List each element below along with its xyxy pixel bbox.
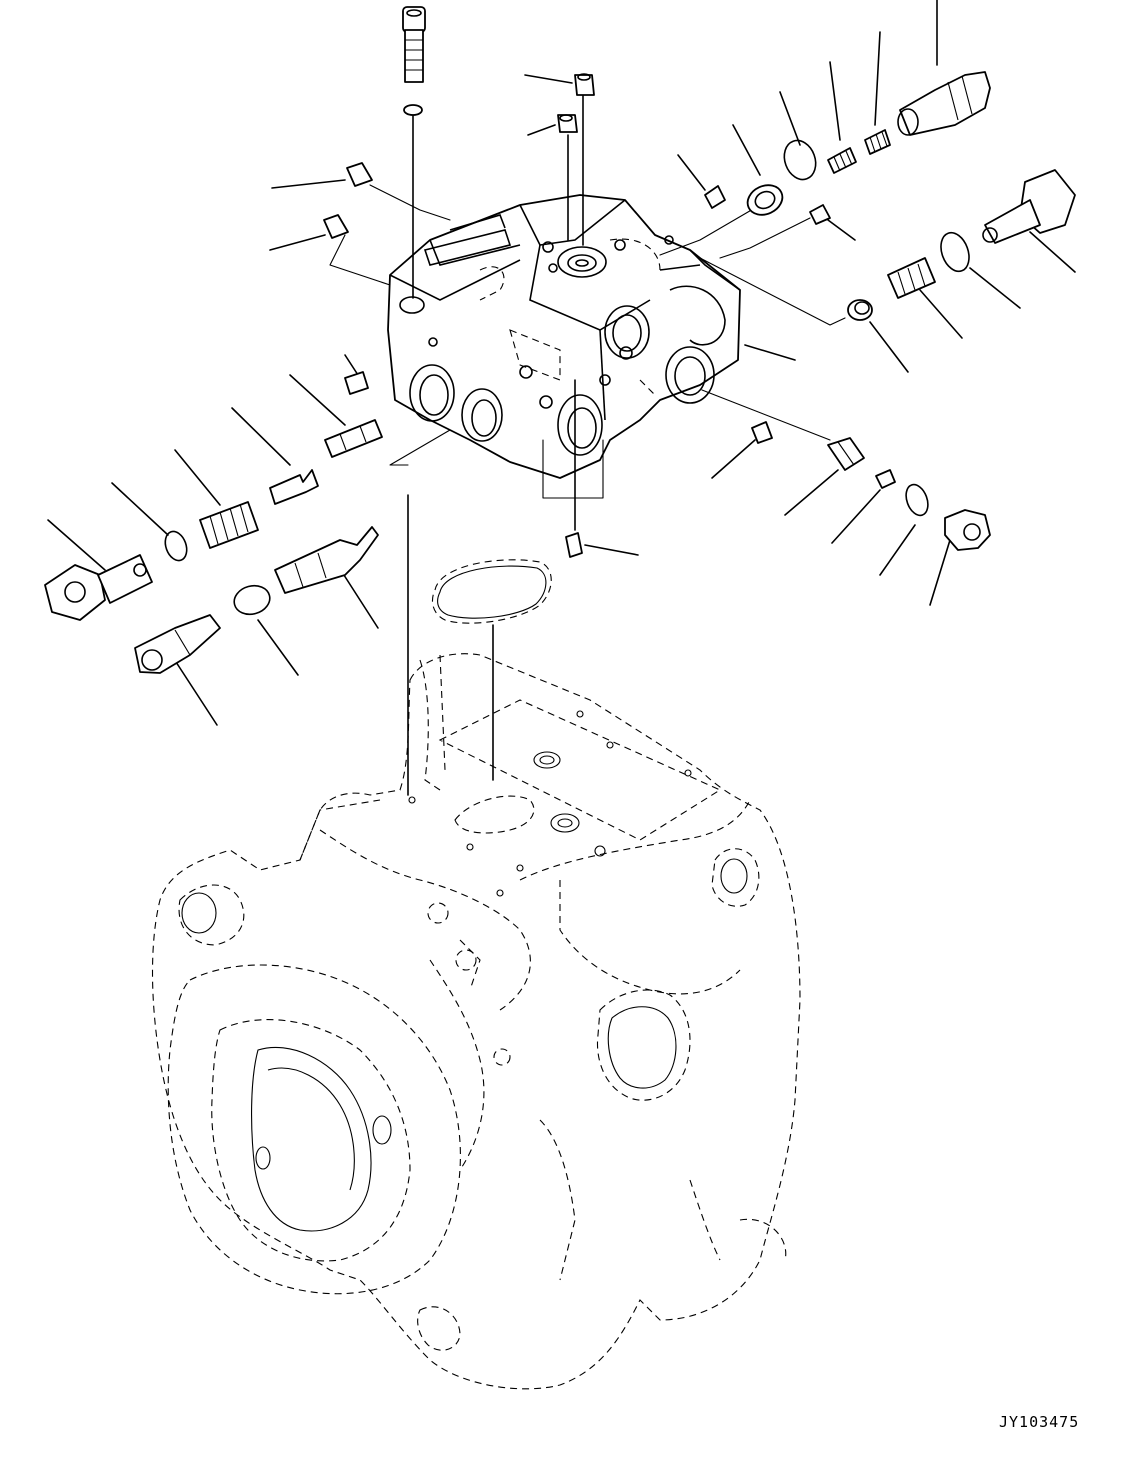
washer bbox=[403, 104, 423, 116]
control-valve-block bbox=[387, 194, 741, 479]
plug-mid-left bbox=[344, 371, 369, 395]
plug-hex-right bbox=[982, 169, 1076, 244]
plug-top-2 bbox=[557, 114, 578, 133]
plug-right-2 bbox=[809, 204, 831, 225]
plug-right-3 bbox=[751, 421, 773, 444]
spring-left bbox=[199, 501, 259, 549]
reference-code: JY103475 bbox=[999, 1413, 1079, 1431]
exploded-parts bbox=[44, 6, 1076, 674]
o-ring-right-bottom bbox=[905, 483, 929, 517]
spring-small-right bbox=[875, 469, 896, 489]
leader-lines bbox=[47, 0, 1076, 796]
plug-left-1 bbox=[346, 162, 373, 187]
plug-socket-right bbox=[944, 509, 991, 551]
pump-housing bbox=[151, 653, 801, 1390]
seat-right bbox=[847, 299, 873, 321]
cartridge-top-right bbox=[897, 71, 991, 136]
plug-socket-left bbox=[134, 614, 221, 674]
check-valve-right bbox=[827, 437, 865, 471]
backup-ring bbox=[746, 184, 784, 216]
plug-hex-left bbox=[44, 554, 153, 621]
spool bbox=[324, 419, 383, 458]
o-ring-right-mid bbox=[940, 231, 970, 273]
plug-top-1 bbox=[574, 73, 595, 96]
o-ring-left bbox=[164, 530, 188, 562]
mounting-bolt bbox=[402, 6, 426, 83]
spring-right-top-2 bbox=[827, 147, 857, 174]
piston bbox=[269, 469, 319, 505]
gasket bbox=[431, 559, 552, 624]
plug-right-1 bbox=[704, 185, 726, 209]
plug-left-2 bbox=[323, 214, 349, 239]
sleeve-valve bbox=[274, 526, 379, 594]
spring-right-top bbox=[864, 129, 891, 155]
o-ring-left-lower bbox=[233, 584, 271, 616]
plug-bottom bbox=[565, 532, 583, 558]
spring-right-mid bbox=[887, 257, 936, 299]
o-ring-right-top bbox=[783, 139, 817, 181]
